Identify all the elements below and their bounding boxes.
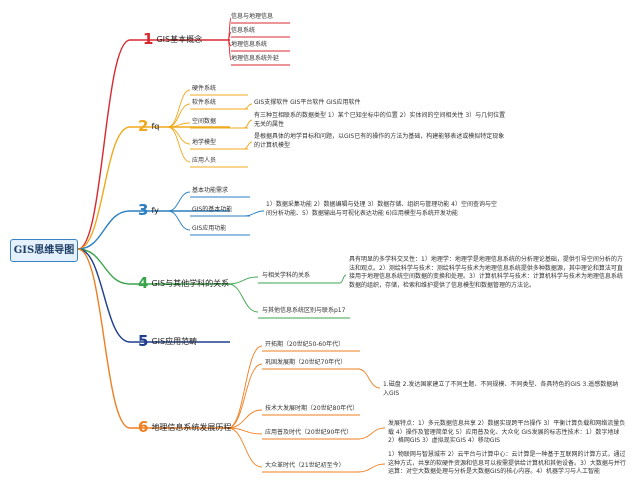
b2-item-software: 软件系统 <box>192 99 217 106</box>
connector-line <box>227 363 263 429</box>
branch-1-title: GIS基本概念 <box>156 34 203 44</box>
b4-item-other-systems: 与其他信息系统区别与联系p17 <box>262 307 346 314</box>
connector-line <box>167 103 191 128</box>
connector-line <box>77 248 131 343</box>
b2-spatial-data-detail: 有三种互相联系的数据类型 1）某个已知坐标中的位置 2）实体间的空间相关性 3）… <box>254 112 506 128</box>
b6-item-consolidation: 巩固发展期（20世纪70年代） <box>265 359 347 366</box>
connector-line <box>243 210 265 217</box>
branch-2-number: 2 <box>138 117 149 135</box>
branch-4-node[interactable]: 4 GIS与其他学科的关系 <box>138 273 229 293</box>
branch-1-number: 1 <box>143 30 154 48</box>
b1-item-1: 信息与地理信息 <box>231 13 274 20</box>
b6-consolidation-detail: 1.磁盘 2.发达国家建立了不同主题、不同规模、不同类型、各具特色的GIS 3.… <box>383 381 619 397</box>
connector-line <box>227 345 263 429</box>
connector-line <box>243 103 253 110</box>
branch-4-number: 4 <box>138 274 149 292</box>
b2-item-users: 应用人员 <box>192 157 217 164</box>
b3-item-basic-req: 基本功能需求 <box>192 187 229 194</box>
b6-item-tech-boom: 技术大发展时期（20世纪80年代） <box>265 405 359 412</box>
b2-model-detail: 是根据具体的地学目标和问题，以GIS已有的操作的方法为基础，构建能够表述或模拟特… <box>254 133 505 149</box>
connector-line <box>77 39 131 250</box>
branch-3-node[interactable]: 3 fy <box>138 200 159 220</box>
root-node[interactable]: GIS思维导图 <box>10 239 78 262</box>
connector-line <box>167 126 191 163</box>
branch-6-number: 6 <box>138 418 149 436</box>
connector-line <box>227 427 263 435</box>
connector-line <box>167 210 191 231</box>
connector-line <box>243 141 253 150</box>
connector-line <box>77 248 131 285</box>
connector-line <box>77 126 131 250</box>
b3-item-app-func: GIS应用功能 <box>192 225 227 232</box>
b4-related-detail: 具有明显的多学科交叉性：1）地理学：地理学是地理信息系统的分析理论基础，提供引导… <box>349 256 623 289</box>
branch-3-title: fy <box>151 205 159 215</box>
connector-line <box>167 89 191 128</box>
branch-5-number: 5 <box>138 332 149 350</box>
branch-5-node[interactable]: 5 GIS应用范畴 <box>138 331 197 351</box>
b1-item-2: 信息系统 <box>231 27 256 34</box>
connector-line <box>357 463 386 473</box>
connector-line <box>339 274 347 284</box>
connector-line <box>167 191 191 212</box>
b2-item-model: 地学模型 <box>192 139 217 146</box>
branch-4-title: GIS与其他学科的关系 <box>151 278 230 288</box>
b2-software-detail: GIS支撑软件 GIS平台软件 GIS应用软件 <box>254 99 361 106</box>
b3-basic-func-detail: 1）数据采集功能 2）数据编辑与处理 3）数据存储、组织与管理功能 4）空间查询… <box>266 201 497 217</box>
b6-item-pioneer: 开拓期（20世纪50-60年代） <box>265 341 345 348</box>
connector-line <box>77 248 131 429</box>
b6-item-popular: 应用普及时代（20世纪90年代） <box>265 429 353 436</box>
b1-item-4: 地理信息系统外延 <box>231 55 280 62</box>
branch-5-title: GIS应用范畴 <box>151 336 198 346</box>
branch-2-title: fq <box>151 121 160 131</box>
b2-item-hardware: 硬件系统 <box>192 85 217 92</box>
b1-item-3: 地理信息系统 <box>231 41 268 48</box>
connector-line <box>227 39 232 61</box>
connector-line <box>243 119 253 129</box>
b3-item-basic-func: GIS的基本功能 <box>192 206 233 213</box>
b4-item-related: 与相关学科的关系 <box>262 272 311 279</box>
b6-mass-detail: 1）物联网与智慧城市 2）云平台与计算中心：云计算是一种基于互联网的计算方式，通… <box>388 451 626 475</box>
connector-line <box>357 368 381 389</box>
branch-1-node[interactable]: 1 GIS基本概念 <box>143 29 202 49</box>
connector-line <box>77 210 131 250</box>
connector-line <box>227 427 263 468</box>
b2-item-spatial-data: 空间数据 <box>192 118 217 125</box>
branch-3-number: 3 <box>138 201 149 219</box>
branch-6-title: 地理信息系统发展历程 <box>151 422 232 432</box>
connector-line <box>227 283 259 313</box>
branch-6-node[interactable]: 6 地理信息系统发展历程 <box>138 417 231 437</box>
connector-line <box>227 276 259 285</box>
connector-line <box>357 427 386 440</box>
branch-2-node[interactable]: 2 fq <box>138 116 159 136</box>
connector-line <box>227 409 263 429</box>
b6-item-mass: 大众革时代（21世纪初至今） <box>265 462 345 469</box>
b6-popular-detail: 发展特点：1）多元数据信息共享 2）数据实现跨平台操作 3）平衡计算负载和网络流… <box>388 420 626 444</box>
